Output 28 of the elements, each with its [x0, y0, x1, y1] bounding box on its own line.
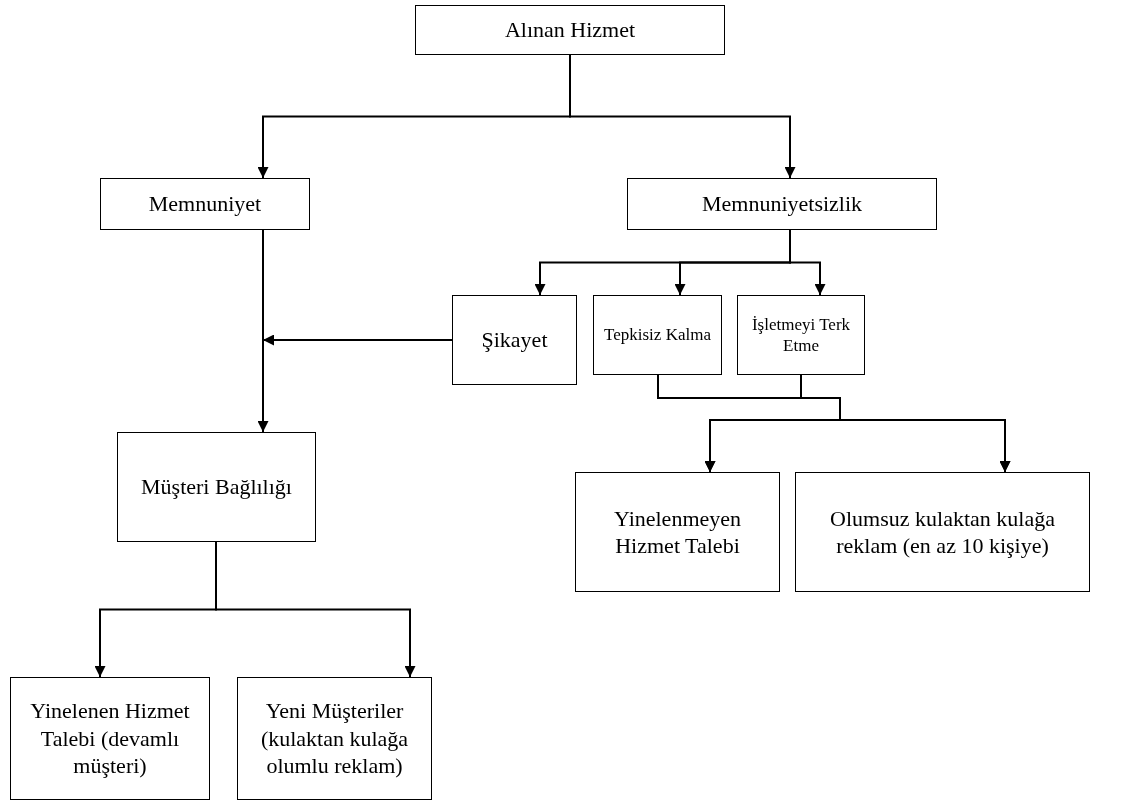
- process-box: [452, 295, 577, 385]
- process-box: [117, 432, 316, 542]
- process-box: [237, 677, 432, 800]
- process-box: [593, 295, 722, 375]
- box-label: Yeni Müşteriler (kulaktan kulağa olumlu reklam): [259, 697, 410, 780]
- box-label: Müşteri Bağlılığı: [141, 473, 292, 501]
- box-label: Yinelenen Hizmet Talebi (devamlı müşteri): [29, 697, 191, 780]
- process-box: [100, 178, 310, 230]
- box-label: Şikayet: [481, 326, 548, 354]
- box-label: Memnuniyet: [148, 190, 262, 218]
- process-box: [737, 295, 865, 375]
- box-label: Memnuniyetsizlik: [701, 190, 863, 218]
- process-box: [575, 472, 780, 592]
- box-label: Yinelenmeyen Hizmet Talebi: [612, 504, 743, 560]
- box-label: Olumsuz kulaktan kulağa reklam (en az 10 kişiye): [829, 504, 1056, 560]
- arrow: [800, 374, 1011, 473]
- box-label: İşletmeyi Terk Etme: [750, 313, 852, 357]
- process-box: [415, 5, 725, 55]
- process-box: [627, 178, 937, 230]
- box-label: Alınan Hizmet: [504, 16, 636, 44]
- process-box: [795, 472, 1090, 592]
- arrow: [215, 541, 416, 678]
- box-label: Tepkisiz Kalma: [604, 324, 711, 346]
- arrow: [262, 334, 453, 346]
- arrow: [257, 229, 269, 433]
- process-box: [10, 677, 210, 800]
- arrow: [569, 54, 796, 179]
- arrow: [789, 229, 826, 296]
